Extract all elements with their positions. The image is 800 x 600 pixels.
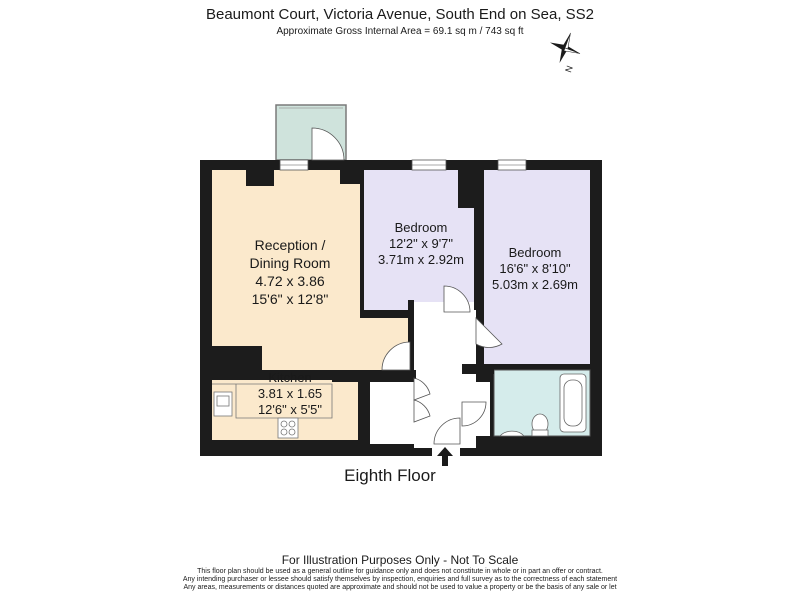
reception-name-line1: Reception / xyxy=(255,237,326,253)
compass-north-label: N xyxy=(563,64,575,74)
disclaimer-line-1: This floor plan should be used as a gene… xyxy=(197,568,603,575)
entrance-arrow-icon xyxy=(437,447,453,466)
disclaimer-line-2: Any intending purchaser or lessee should… xyxy=(182,576,618,583)
bedroom2-name: Bedroom xyxy=(509,245,562,260)
plan-title: Beaumont Court, Victoria Avenue, South E… xyxy=(205,6,595,23)
reception-name-line2: Dining Room xyxy=(250,255,331,271)
bedroom2-imperial: 16'6" x 8'10" xyxy=(499,261,571,276)
bedroom2-metric: 5.03m x 2.69m xyxy=(492,277,578,292)
kitchen-imperial: 12'6" x 5'5" xyxy=(258,402,322,417)
disclaimer-line-3: Any areas, measurements or distances quo… xyxy=(183,584,617,591)
bedroom-2 xyxy=(484,170,590,364)
cupboard xyxy=(370,382,414,444)
floor-label: Eighth Floor xyxy=(344,466,436,485)
bedroom1-imperial: 12'2" x 9'7" xyxy=(389,236,453,251)
reception-metric: 4.72 x 3.86 xyxy=(255,273,324,289)
reception-imperial: 15'6" x 12'8" xyxy=(252,291,329,307)
kitchen-fittings xyxy=(212,383,333,439)
windows xyxy=(279,159,527,171)
door-swings xyxy=(311,127,503,445)
bedroom1-metric: 3.71m x 2.92m xyxy=(378,252,464,267)
kitchen-name: Kitchen xyxy=(268,370,311,385)
bathroom-fittings xyxy=(499,373,587,437)
kitchen-metric: 3.81 x 1.65 xyxy=(258,386,322,401)
disclaimer-heading: For Illustration Purposes Only - Not To … xyxy=(281,553,519,567)
gross-area-subtitle: Approximate Gross Internal Area = 69.1 s… xyxy=(276,26,524,37)
bedroom1-name: Bedroom xyxy=(395,220,448,235)
compass-rose-icon xyxy=(549,32,581,64)
